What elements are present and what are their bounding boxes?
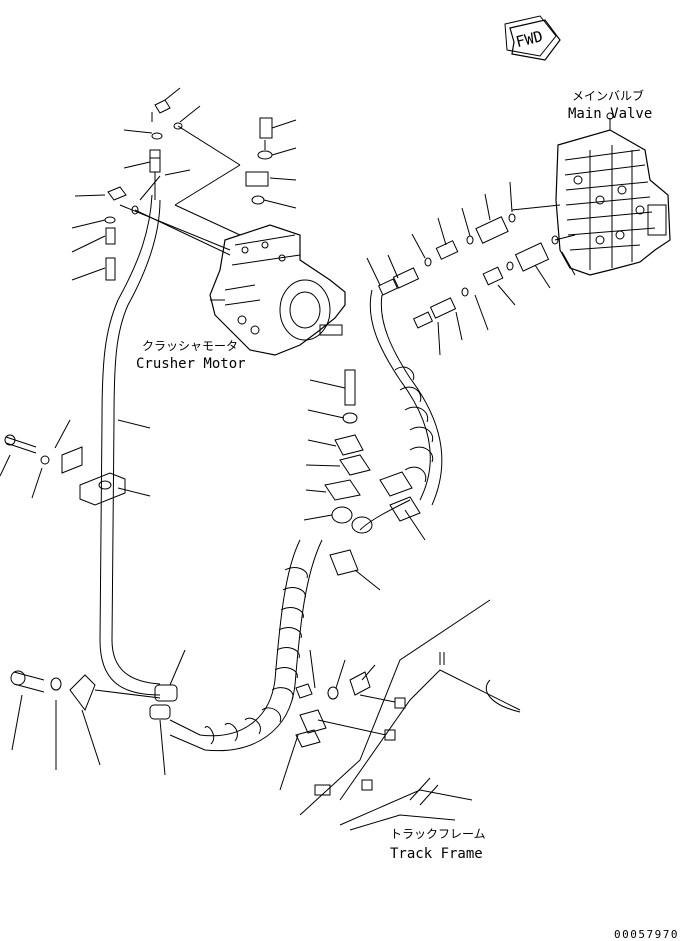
right-hose xyxy=(359,289,443,531)
bottom-left-fasteners xyxy=(10,649,186,776)
crusher-motor-label-jp: クラッシャモータ xyxy=(142,339,238,353)
left-clamp xyxy=(0,419,126,506)
lower-hose xyxy=(169,539,323,752)
main-valve-label-jp: メインバルブ xyxy=(572,88,644,103)
valve-fittings xyxy=(366,181,576,356)
crusher-motor xyxy=(209,224,346,356)
fwd-arrow: FWD xyxy=(504,15,561,61)
track-frame-label-en: Track Frame xyxy=(390,846,483,862)
crusher-motor-label-en: Crusher Motor xyxy=(136,356,246,372)
track-frame xyxy=(279,599,521,831)
main-valve xyxy=(555,112,671,276)
leader-lines xyxy=(71,87,297,281)
middle-clamps xyxy=(303,369,426,591)
track-frame-label-jp: トラックフレーム xyxy=(390,827,486,841)
left-hose xyxy=(99,194,161,696)
drawing-number: 00057970 xyxy=(614,928,679,941)
main-valve-label-en: Main Valve xyxy=(568,106,652,122)
